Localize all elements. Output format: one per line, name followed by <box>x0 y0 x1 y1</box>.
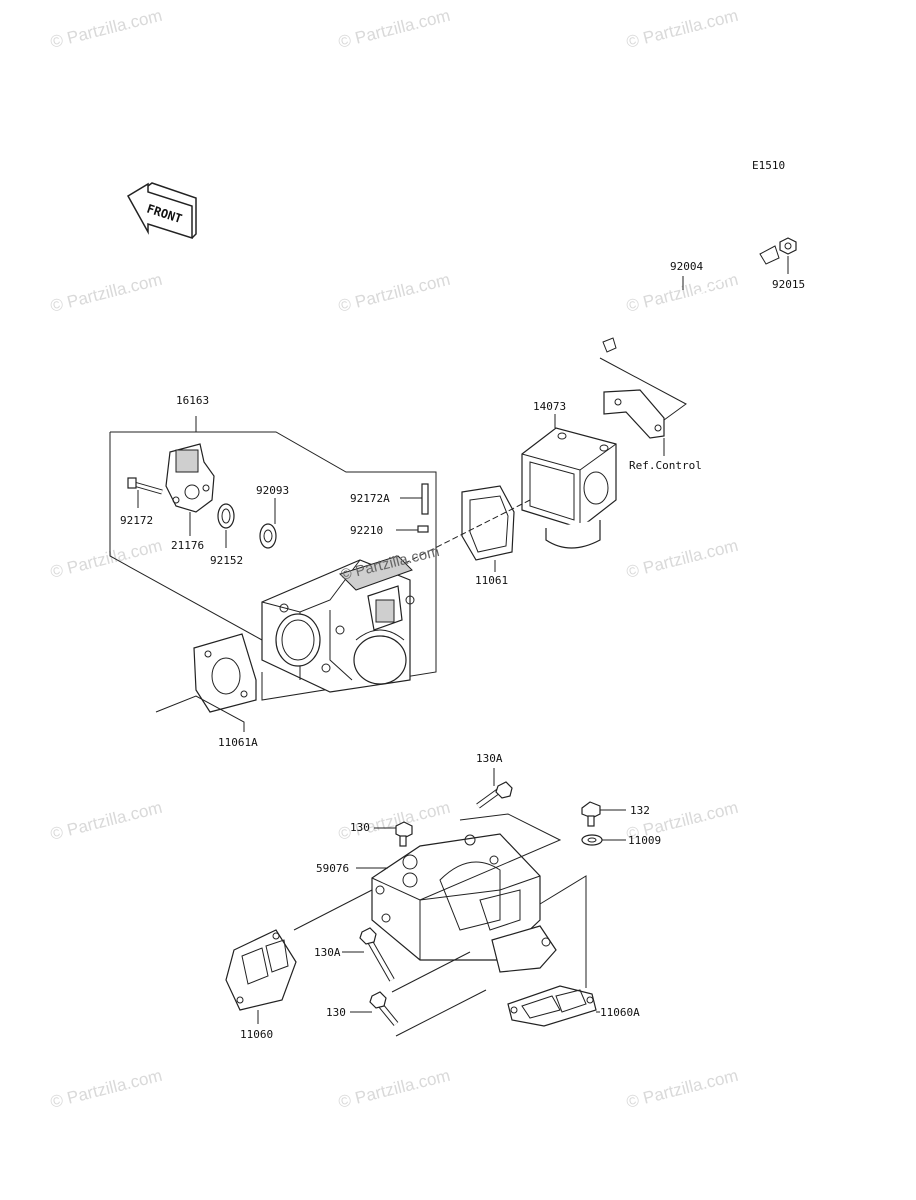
watermark: © Partzilla.com <box>48 1066 164 1112</box>
label-130-bottom: 130 <box>326 1006 346 1019</box>
gasket-11060 <box>225 929 297 1011</box>
label-92152: 92152 <box>210 554 243 567</box>
label-92015: 92015 <box>772 278 805 291</box>
label-92172A: 92172A <box>350 492 390 505</box>
watermark: © Partzilla.com <box>624 6 740 52</box>
front-arrow-icon: FRONT <box>126 182 197 240</box>
label-132: 132 <box>630 804 650 817</box>
stud-92004 <box>602 245 780 353</box>
duct-14073 <box>521 427 617 549</box>
holder-59076 <box>371 833 557 973</box>
diagram-code: E1510 <box>752 159 785 172</box>
gasket-11060A <box>507 985 597 1027</box>
throttle-body <box>261 555 415 693</box>
label-21176: 21176 <box>171 539 204 552</box>
label-130A-mid: 130A <box>314 946 341 959</box>
washer-92093 <box>259 523 277 549</box>
gasket-11061 <box>461 485 515 561</box>
label-92172: 92172 <box>120 514 153 527</box>
label-11061A: 11061A <box>218 736 258 749</box>
watermark: © Partzilla.com <box>336 6 452 52</box>
nut-92015 <box>779 237 797 255</box>
label-92004: 92004 <box>670 260 703 273</box>
label-92210: 92210 <box>350 524 383 537</box>
bolt-132 <box>581 801 601 827</box>
watermark: © Partzilla.com <box>48 798 164 844</box>
bolt-130-bottom <box>369 991 399 1026</box>
screw-92172 <box>127 477 163 495</box>
label-11060: 11060 <box>240 1028 273 1041</box>
control-bracket <box>599 357 687 439</box>
washer-11009 <box>581 834 603 846</box>
watermark: © Partzilla.com <box>48 270 164 316</box>
label-16163: 16163 <box>176 394 209 407</box>
label-11061: 11061 <box>475 574 508 587</box>
pin-92210 <box>417 525 429 533</box>
label-130A-top: 130A <box>476 752 503 765</box>
watermark: © Partzilla.com <box>336 1066 452 1112</box>
bolt-130A-top <box>476 781 513 809</box>
assembly-outline-16163 <box>110 431 437 701</box>
bolt-130-top <box>395 821 413 847</box>
label-92093: 92093 <box>256 484 289 497</box>
label-59076: 59076 <box>316 862 349 875</box>
bolt-130A-mid <box>359 927 395 982</box>
watermark: © Partzilla.com <box>336 270 452 316</box>
label-14073: 14073 <box>533 400 566 413</box>
watermark: © Partzilla.com <box>624 536 740 582</box>
oring-92152 <box>217 503 235 529</box>
watermark: © Partzilla.com <box>48 536 164 582</box>
label-11009: 11009 <box>628 834 661 847</box>
watermark: © Partzilla.com <box>48 6 164 52</box>
label-130-top: 130 <box>350 821 370 834</box>
gasket-11061A <box>193 633 257 713</box>
ref-control-label: Ref.Control <box>629 459 702 472</box>
sensor-21176 <box>165 443 215 513</box>
label-11060A: 11060A <box>600 1006 640 1019</box>
watermark: © Partzilla.com <box>624 1066 740 1112</box>
stud-92172A <box>421 483 429 515</box>
watermark: © Partzilla.com <box>624 270 740 316</box>
